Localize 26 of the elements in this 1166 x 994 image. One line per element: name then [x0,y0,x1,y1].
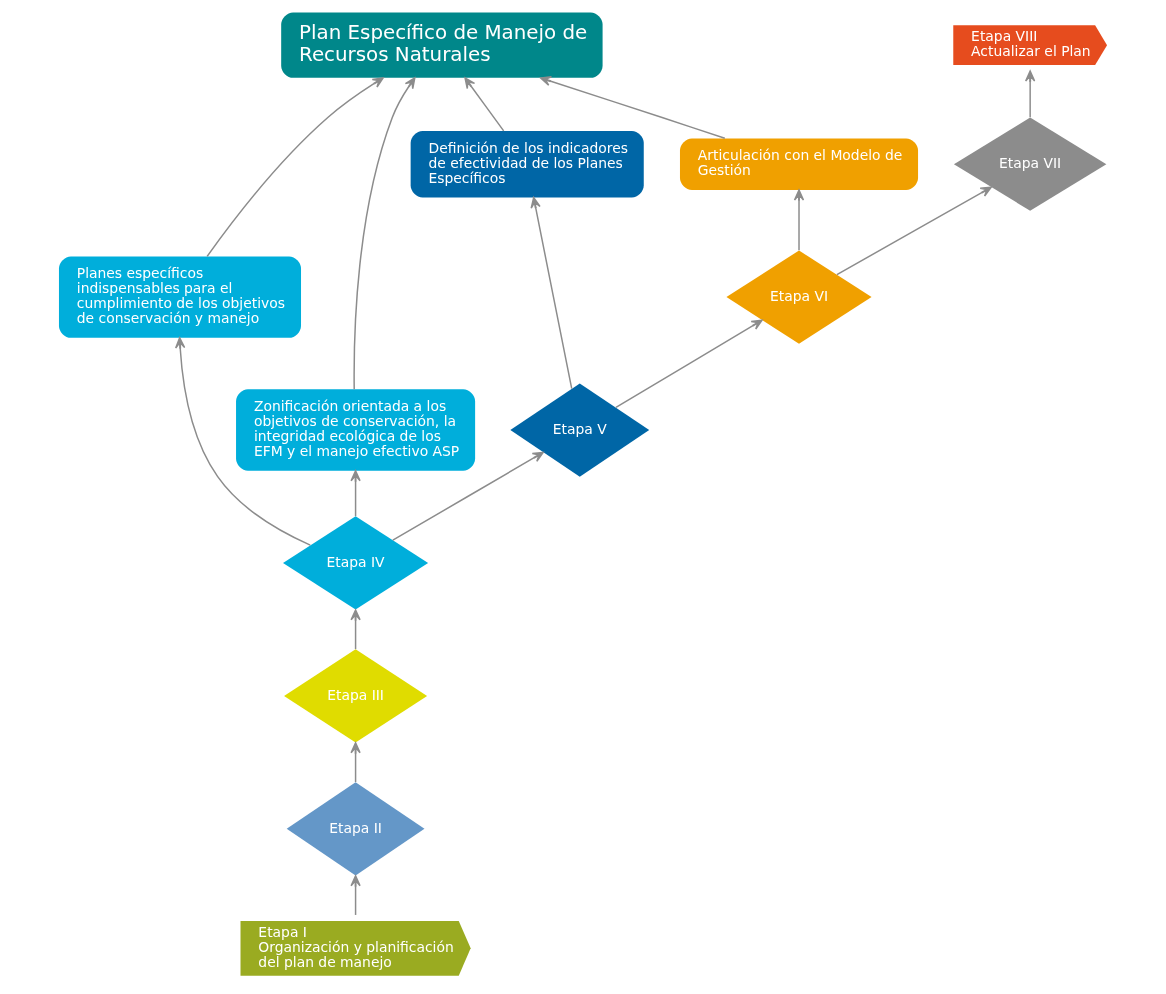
arrow [174,337,311,546]
node-diamond: Etapa VII [953,117,1107,211]
arrow [350,742,361,783]
arrow [464,77,505,132]
node-box: Plan Específico de Manejo de Recursos Naturales [281,12,603,78]
arrow [206,77,384,258]
arrow [1024,70,1036,118]
arrow [793,189,805,252]
node-diamond: Etapa VI [726,250,872,344]
node-diamond: Etapa III [284,649,428,743]
arrow [353,77,416,390]
arrow [539,76,726,140]
arrow [836,186,992,276]
arrow [392,451,544,541]
node-box: Definición de los indicadores de efectividad de los Planes Específicos [410,130,644,198]
node-diamond: Etapa IV [283,516,429,610]
arrow [530,196,573,390]
node-box: Articulación con el Modelo de Gestión [679,138,919,190]
node-diamond: Etapa II [286,782,425,876]
arrow [350,875,361,916]
arrow [350,470,361,517]
node-box: Planes específicos indispensables para el cumplimiento de los objetivos de conservación y manejo [58,256,301,338]
node-diamond: Etapa V [510,383,650,477]
node-box: Zonificación orientada a los objetivos de conservación, la integridad ecológica de los EFM y el manejo efectivo ASP [236,389,476,471]
arrow [350,609,361,650]
arrow [615,319,763,409]
